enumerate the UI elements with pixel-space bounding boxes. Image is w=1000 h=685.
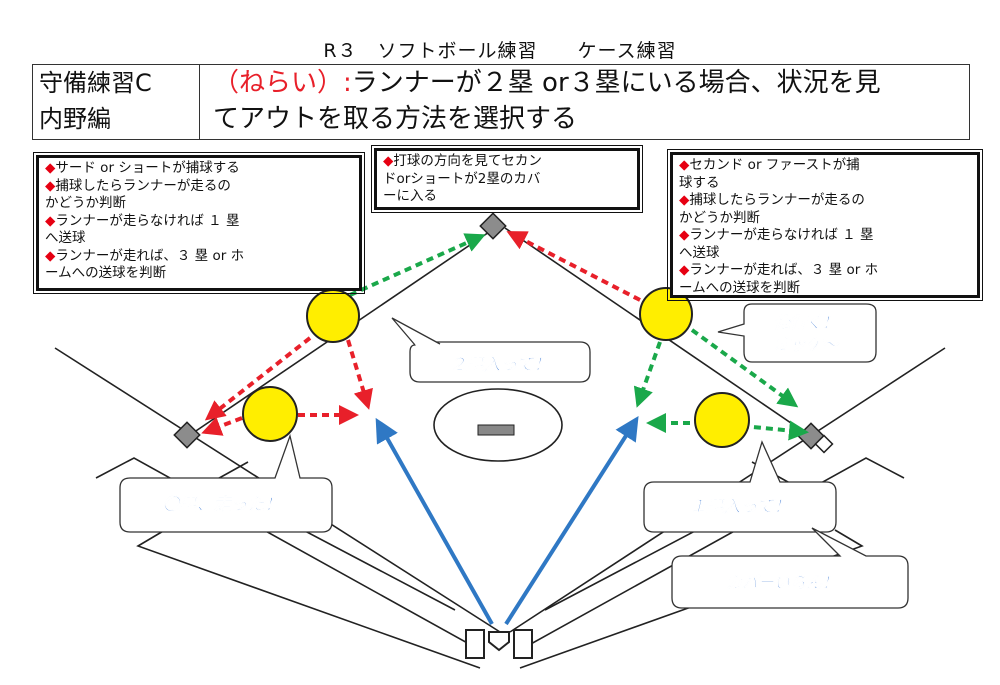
diamond-bullet-icon: ◆ — [679, 262, 690, 278]
red-arrow-2b-to-second — [506, 231, 641, 302]
bubble-no-cover-text: カバーいらん！ — [726, 573, 838, 592]
box-right-line: ームへの送球を判断 — [679, 280, 971, 298]
bubble-first-cover-text: １塁入って！ — [689, 497, 790, 517]
green-arrow-2b-to-first — [690, 328, 799, 408]
box-right-line: かどうか判断 — [679, 210, 971, 228]
box-left-line: ◆サード or ショートが捕球する — [45, 160, 353, 178]
home-plate-area — [465, 629, 533, 659]
box-left-line: かどうか判断 — [45, 195, 353, 213]
red-arrow-ss-to-third — [204, 336, 312, 421]
box-left-text: ームへの送球を判断 — [45, 265, 167, 281]
shortstop-player — [306, 289, 360, 343]
box-left-text: サード or ショートが捕球する — [55, 160, 240, 176]
pitchers-circle — [433, 388, 563, 462]
second-base-player — [639, 287, 693, 341]
bubble-second-cover-text: ２塁入って！ — [449, 355, 550, 375]
bubble-pitcher-line-1: 俺行く！ — [774, 313, 838, 332]
red-arrow-ss-down — [346, 339, 373, 410]
document-title: R３ ソフトボール練習 ケース練習 — [323, 40, 677, 62]
first-base-double — [814, 434, 834, 454]
box-right-line: へ送球 — [679, 245, 971, 263]
box-right-text: かどうか判断 — [679, 209, 760, 226]
bubble-pitcher-line-2: オッケ～ — [774, 335, 840, 354]
red-arrow-third-to-base — [201, 416, 243, 436]
box-center-text: 打球の方向を見てセカン — [393, 153, 542, 169]
green-arrow-first-to-base — [741, 420, 809, 441]
box-left-text: へ送球 — [45, 230, 86, 246]
second-base — [479, 212, 507, 240]
green-arrow-ss-to-second — [349, 233, 486, 297]
box-left-text: 捕球したらランナーが走るの — [55, 177, 231, 194]
box-right-text: ランナーが走らなければ １ 塁 — [689, 227, 874, 243]
blue-arrow-right — [504, 415, 639, 626]
diamond-bullet-icon: ◆ — [679, 227, 690, 243]
bubble-no-cover — [671, 527, 909, 609]
aim-line-1: ランナーが２塁 or３塁にいる場合、状況を見 — [351, 68, 881, 98]
box-right-text: ームへの送球を判断 — [679, 279, 801, 296]
box-center-text: ーに入る — [383, 188, 437, 204]
instruction-box-center: ◆打球の方向を見てセカンドorショートが2塁のカバーに入る — [371, 145, 643, 213]
bubble-third-runner — [119, 433, 333, 533]
box-right-text: ランナーが走れば、３ 塁 or ホ — [689, 262, 879, 278]
third-base — [173, 421, 201, 449]
box-right-text: セカンド or ファーストが捕 — [689, 157, 860, 173]
bubble-second-cover — [391, 317, 591, 383]
green-arrow-2b-down — [633, 341, 662, 408]
box-right-line: ◆捕球したらランナーが走るの — [679, 192, 971, 210]
box-right-line: 球する — [679, 175, 971, 193]
aim-line-2: てアウトを取る方法を選択する — [213, 104, 578, 134]
box-left-line: ◆ランナーが走れば、３ 塁 or ホ — [45, 248, 353, 266]
box-right-line: ◆ランナーが走らなければ １ 塁 — [679, 227, 971, 245]
bubble-third-runner-text: 〇塁、走った！ — [163, 495, 282, 515]
box-right-text: 捕球したらランナーが走るの — [689, 192, 865, 208]
box-left-line: ◆ランナーが走らなければ １ 塁 — [45, 213, 353, 231]
box-right-line: ◆セカンド or ファーストが捕 — [679, 157, 971, 175]
diamond-bullet-icon: ◆ — [45, 212, 56, 229]
box-left-line: ームへの送球を判断 — [45, 265, 353, 283]
first-base-player — [694, 392, 750, 448]
header-aim: （ねらい）:ランナーが２塁 or３塁にいる場合、状況を見 てアウトを取る方法を選… — [201, 65, 963, 139]
instruction-box-left: ◆サード or ショートが捕球する◆捕球したらランナーが走るのかどうか判断◆ラン… — [33, 152, 365, 294]
box-right-line: ◆ランナーが走れば、３ 塁 or ホ — [679, 262, 971, 280]
pitchers-plate — [477, 424, 515, 436]
box-center-text: ドorショートが2塁のカバ — [383, 170, 541, 187]
blue-arrow-left — [375, 417, 494, 625]
category-line-2: 内野編 — [39, 105, 111, 133]
header-category: 守備練習C 内野編 — [33, 65, 200, 139]
diamond-bullet-icon: ◆ — [45, 177, 56, 194]
box-left-text: ランナーが走れば、３ 塁 or ホ — [55, 247, 245, 264]
bubble-pitcher — [717, 303, 877, 363]
aim-label: （ねらい）: — [213, 68, 352, 98]
diamond-bullet-icon: ◆ — [383, 153, 394, 169]
diamond-bullet-icon: ◆ — [45, 247, 56, 264]
box-right-text: 球する — [679, 174, 720, 191]
box-left-line: ◆捕球したらランナーが走るの — [45, 178, 353, 196]
diamond-bullet-icon: ◆ — [679, 192, 690, 208]
box-left-text: かどうか判断 — [45, 195, 126, 211]
bubble-first-cover — [643, 440, 837, 533]
box-center-line: ーに入る — [383, 188, 631, 206]
third-base-player — [242, 386, 298, 442]
box-left-text: ランナーが走らなければ １ 塁 — [55, 212, 240, 229]
instruction-box-right: ◆セカンド or ファーストが捕球する◆捕球したらランナーが走るのかどうか判断◆… — [667, 149, 983, 301]
category-line-1: 守備練習C — [39, 69, 152, 97]
diamond-bullet-icon: ◆ — [45, 160, 56, 176]
box-center-line: ◆打球の方向を見てセカン — [383, 153, 631, 171]
box-center-line: ドorショートが2塁のカバ — [383, 171, 631, 189]
box-left-line: へ送球 — [45, 230, 353, 248]
diamond-bullet-icon: ◆ — [679, 157, 690, 173]
header-table: 守備練習C 内野編 （ねらい）:ランナーが２塁 or３塁にいる場合、状況を見 て… — [32, 64, 970, 140]
box-right-text: へ送球 — [679, 244, 720, 261]
